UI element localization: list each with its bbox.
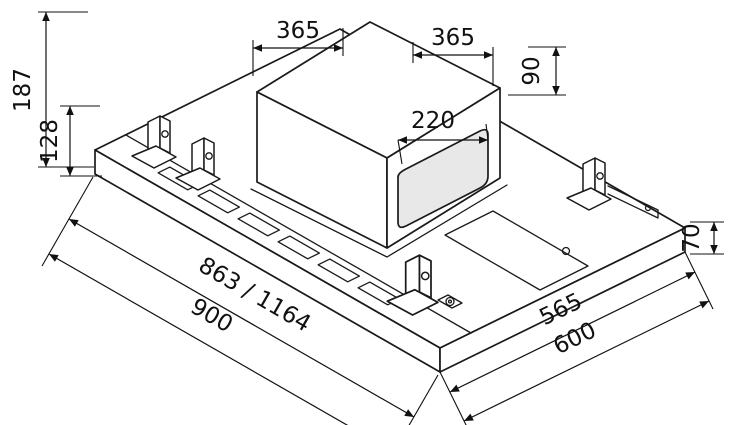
dim-label-body-length: 900 (186, 294, 237, 338)
dim-label-body-height: 128 (37, 119, 63, 163)
dim-label-rim-height: 70 (679, 223, 705, 252)
panel-screw-hole (561, 246, 571, 256)
dim-line-900 (48, 253, 349, 425)
ext-line (684, 251, 714, 310)
bracket-arm-screw (644, 204, 652, 212)
ext-line (408, 374, 439, 425)
dim-label-total-height: 187 (10, 68, 36, 112)
dim-label-top-width-right: 365 (431, 25, 475, 51)
ext-line (439, 371, 467, 425)
dim-label-duct-height: 90 (519, 56, 545, 85)
dimension-lines (42, 11, 718, 425)
vent-slot (197, 189, 241, 214)
panel-recess-outline (444, 210, 589, 291)
dim-line-600 (463, 300, 710, 422)
dim-label-outlet-width: 220 (411, 108, 455, 134)
dim-line-863-1164 (68, 218, 415, 418)
ext-line (397, 139, 403, 165)
ext-line (41, 176, 94, 267)
dim-label-top-width-left: 365 (276, 18, 320, 44)
